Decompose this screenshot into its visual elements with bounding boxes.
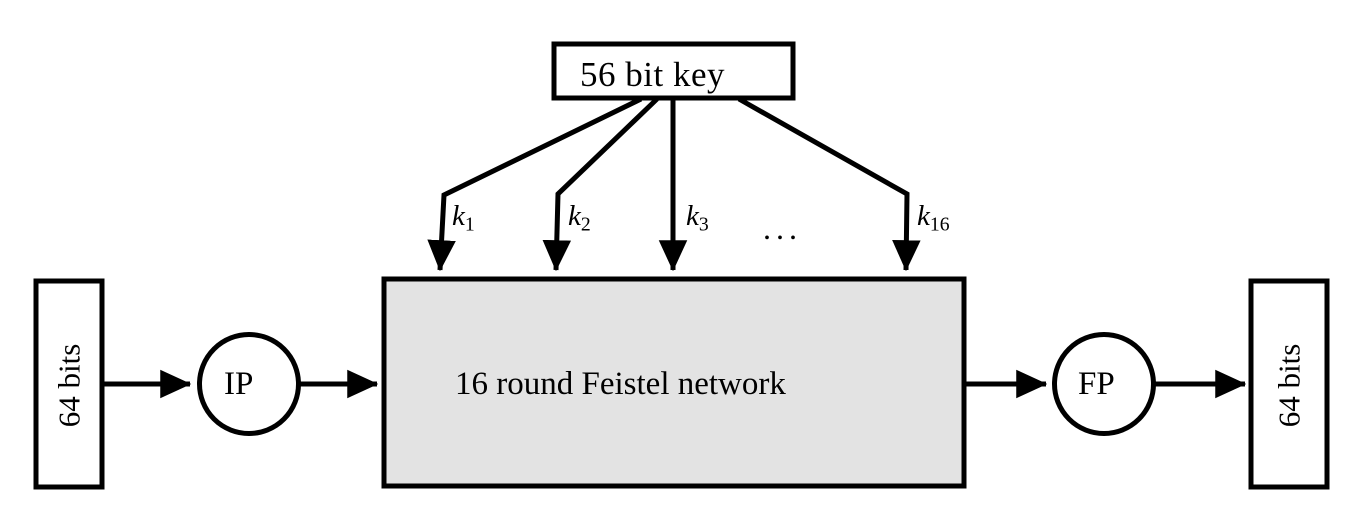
round-key-name-2: k bbox=[568, 200, 581, 232]
key-box-label: 56 bit key bbox=[580, 55, 725, 94]
feistel-box-label: 16 round Feistel network bbox=[455, 366, 786, 402]
final-permutation-shape bbox=[1052, 332, 1156, 436]
output-box-label: 64 bits bbox=[1271, 343, 1307, 428]
initial-permutation-shape bbox=[197, 332, 301, 436]
feistel-box-shape bbox=[381, 276, 967, 489]
round-key-subscript-16: 16 bbox=[929, 213, 950, 236]
key-line-k1 bbox=[427, 96, 643, 272]
round-key-label-16: k16 bbox=[917, 202, 950, 235]
key-line-k2 bbox=[542, 97, 659, 272]
round-key-subscript-3: 3 bbox=[698, 213, 709, 236]
round-key-ellipsis: ... bbox=[763, 210, 802, 246]
round-key-label-2: k2 bbox=[568, 202, 591, 235]
round-key-subscript-2: 2 bbox=[580, 213, 591, 236]
input-box-label: 64 bits bbox=[51, 343, 87, 428]
output-box-shape bbox=[1248, 278, 1330, 490]
input-box-shape bbox=[33, 278, 105, 490]
key-box-shape bbox=[551, 41, 796, 101]
round-key-name-16: k bbox=[917, 200, 930, 232]
round-key-label-1: k1 bbox=[452, 202, 475, 235]
round-key-label-3: k3 bbox=[686, 202, 709, 235]
initial-permutation-label: IP bbox=[224, 366, 254, 402]
round-key-name-1: k bbox=[452, 200, 465, 232]
final-permutation-label: FP bbox=[1078, 366, 1115, 402]
key-line-k16 bbox=[737, 96, 921, 272]
round-key-subscript-1: 1 bbox=[464, 213, 475, 236]
round-key-name-3: k bbox=[686, 200, 699, 232]
